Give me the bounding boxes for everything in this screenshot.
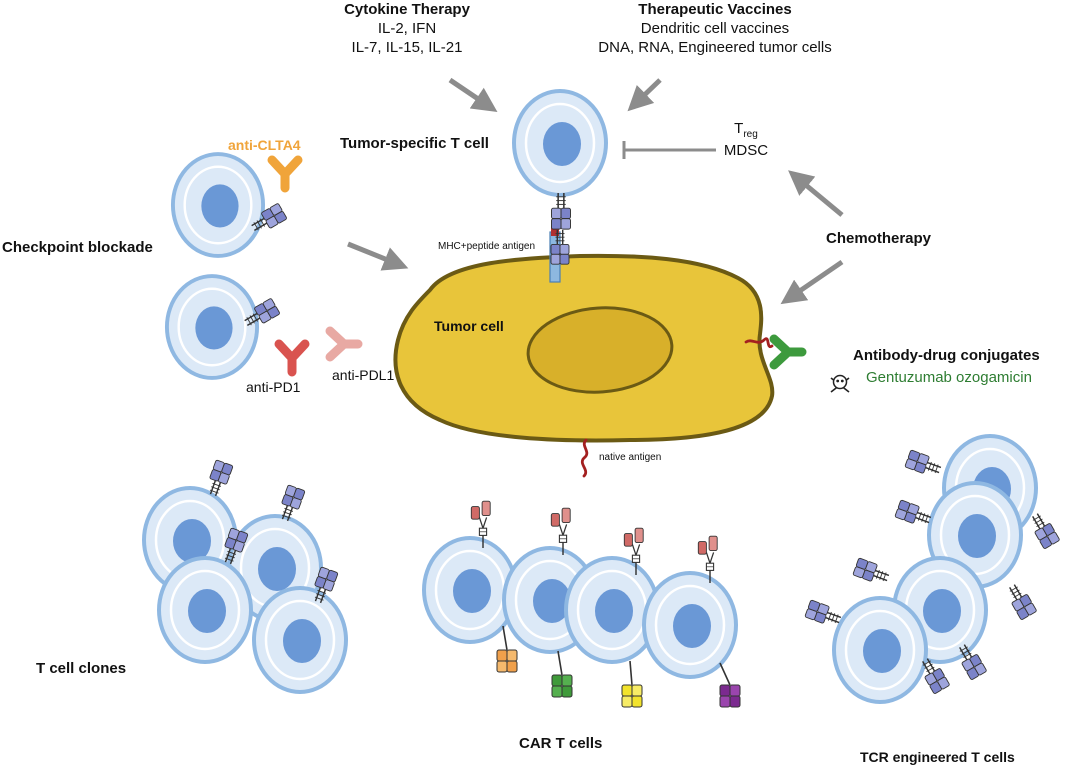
t-cell-clones-group (142, 459, 348, 694)
arrow-checkpoint-to-tumor (347, 241, 409, 271)
tumor-cell (393, 253, 775, 443)
adc-title-label: Antibody-drug conjugates (853, 347, 1040, 364)
tcr-purple (1026, 509, 1061, 550)
tcr-engineered-label: TCR engineered T cells (860, 749, 1015, 765)
t-cell-clones-label: T cell clones (36, 660, 127, 677)
tcr-red-1 (904, 449, 944, 480)
tumor-specific-t-cell-label: Tumor-specific T cell (340, 135, 489, 152)
cytokine-line-2: IL-7, IL-15, IL-21 (351, 38, 463, 56)
tcr-engineered-cells-group (804, 434, 1061, 704)
adc-antibody (774, 339, 850, 393)
car-t-cells-label: CAR T cells (519, 735, 603, 752)
car-signal-yellow (621, 660, 643, 708)
skull-crossbones-icon (830, 374, 850, 393)
native-antigen-label: native antigen (599, 452, 662, 463)
anti-ctla4-antibody (272, 160, 298, 188)
car-t-cells-group (422, 500, 741, 708)
vaccines-line-1: Dendritic cell vaccines (640, 19, 790, 37)
checkpoint-blockade-label: Checkpoint blockade (2, 239, 153, 256)
checkpoint-cell-top (170, 152, 288, 258)
tcr-red-3 (852, 557, 892, 588)
car-signal-green (551, 650, 573, 698)
tcr-on-specific-t-cell (550, 192, 572, 230)
anti-pdl1-label: anti-PDL1 (332, 367, 395, 383)
car-signal-purple (719, 662, 741, 708)
mhc-peptide-antigen-label: MHC+peptide antigen (438, 241, 536, 252)
tumor-cell-label: Tumor cell (434, 318, 504, 334)
adc-example-label: Gentuzumab ozogamicin (866, 369, 1032, 386)
arrow-chemo-to-tumor (780, 259, 844, 305)
native-antigen-right (744, 337, 774, 349)
treg-label: Treg (734, 120, 758, 140)
chemotherapy-label: Chemotherapy (826, 230, 932, 247)
arrow-chemo-to-suppressors (788, 170, 844, 217)
tcr-orange (1003, 580, 1038, 621)
cytokine-title: Cytokine Therapy (344, 1, 470, 18)
tumor-nucleus (526, 306, 674, 394)
tcr-red-4 (804, 599, 844, 630)
cytokine-line-1: IL-2, IFN (377, 19, 437, 37)
native-antigen-bottom (580, 438, 589, 478)
anti-pd1-antibody (279, 344, 305, 372)
checkpoint-cell-bottom (164, 274, 281, 380)
arrow-cytokine (448, 77, 498, 113)
anti-pd1-label: anti-PD1 (246, 379, 301, 395)
mdsc-label: MDSC (723, 141, 769, 159)
vaccines-title: Therapeutic Vaccines (638, 1, 792, 18)
anti-pdl1-antibody (330, 331, 358, 357)
tcr-red-2 (894, 499, 934, 530)
suppressor-cells-label: Treg MDSC (724, 120, 768, 160)
anti-ctla4-label: anti-CLTA4 (228, 137, 301, 153)
therapeutic-vaccines-label: Therapeutic Vaccines Dendritic cell vacc… (598, 1, 831, 57)
cytokine-therapy-label: Cytokine Therapy IL-2, IFN IL-7, IL-15, … (344, 1, 470, 57)
arrow-vaccines (627, 78, 662, 112)
car-signal-orange (496, 625, 518, 673)
inhibition-line (622, 141, 716, 159)
vaccines-line-2: DNA, RNA, Engineered tumor cells (598, 38, 832, 56)
